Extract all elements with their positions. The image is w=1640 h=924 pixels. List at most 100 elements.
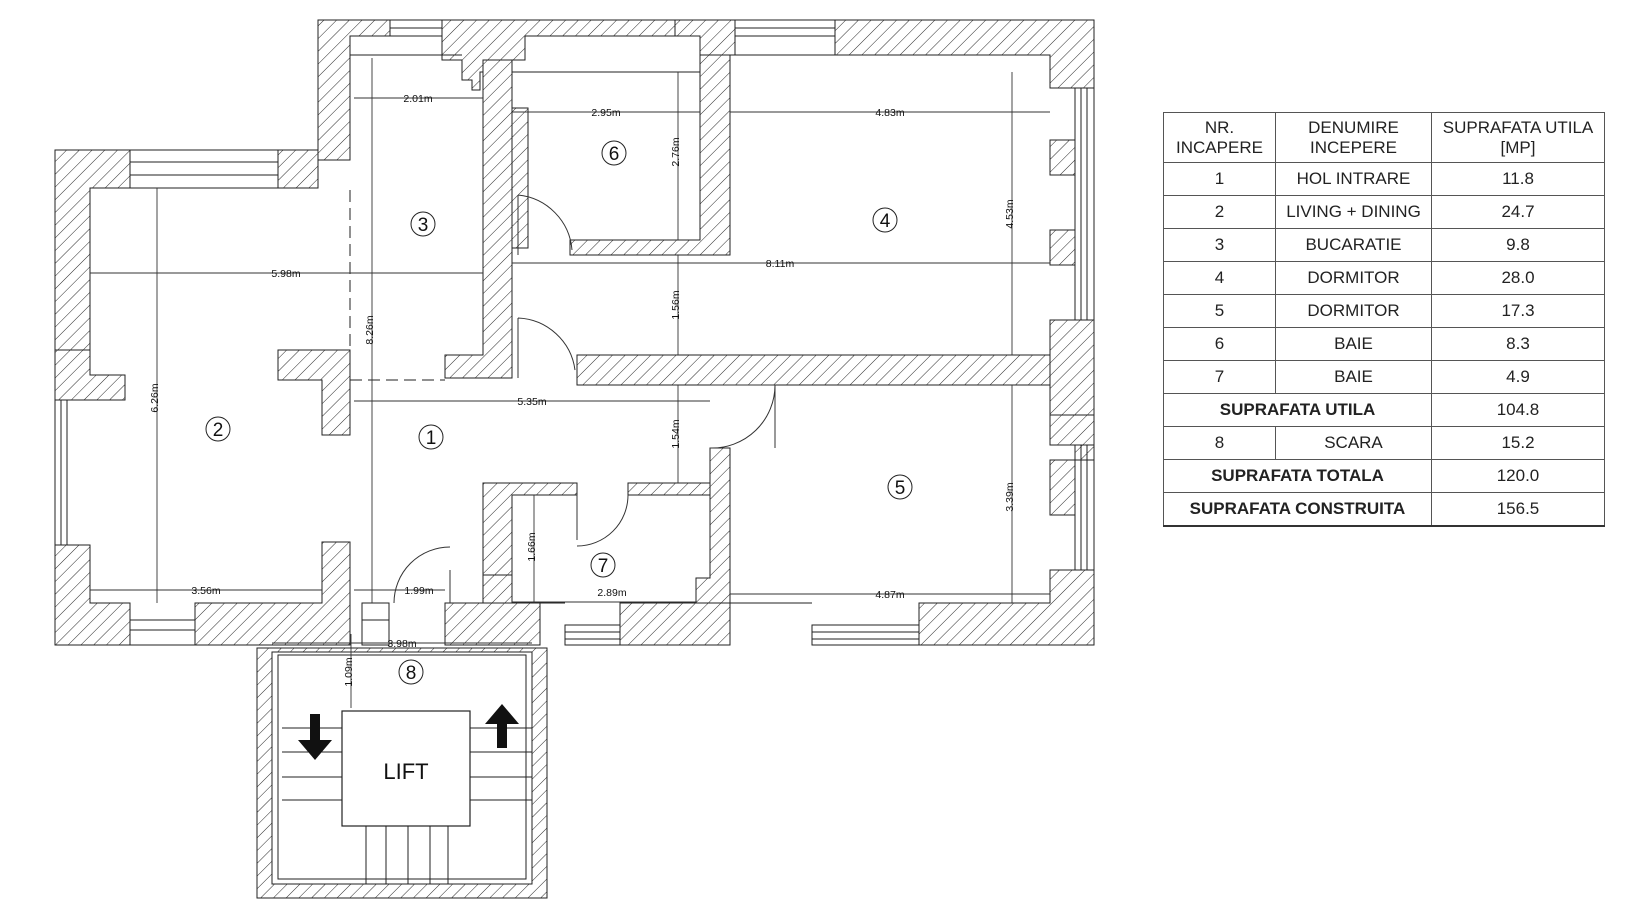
dim-label: 1.09m xyxy=(343,657,355,686)
wall-bottom-bedroom5 xyxy=(918,569,1095,646)
dim-label: 3.56m xyxy=(191,585,220,597)
cell-total-label: SUPRAFATA TOTALA xyxy=(1163,459,1432,493)
door-bath6 xyxy=(517,194,573,255)
wall-right-pier-1 xyxy=(1049,139,1076,176)
cell-name: SCARA xyxy=(1275,426,1432,460)
dim-label: 3.98m xyxy=(387,638,416,650)
dim-label: 5.35m xyxy=(517,396,546,408)
cell-total-value: 120.0 xyxy=(1431,459,1605,493)
room-number: 6 xyxy=(609,144,620,165)
room-marker: 7 xyxy=(590,552,616,578)
cell-area: 15.2 xyxy=(1431,426,1605,460)
header-line: [MP] xyxy=(1500,137,1536,157)
window-room2-bottom xyxy=(129,619,196,646)
wall-kitchen-right xyxy=(444,59,513,379)
header-line: INCEPERE xyxy=(1310,137,1397,157)
column-header-nr: NR.INCAPERE xyxy=(1163,112,1276,163)
room-marker: 5 xyxy=(887,474,913,500)
wall-bottom-entry xyxy=(444,602,541,646)
arrow-up-icon xyxy=(485,704,519,748)
dim-label: 6.26m xyxy=(149,383,161,412)
dim-label: 3.39m xyxy=(1004,482,1016,511)
cell-area: 24.7 xyxy=(1431,195,1605,229)
dim-label: 2.76m xyxy=(670,137,682,166)
room-marker: 3 xyxy=(410,211,436,237)
wall-top-bedroom4 xyxy=(834,19,1095,89)
dim-label: 8.11m xyxy=(766,258,795,270)
cell-name: BAIE xyxy=(1275,327,1432,361)
room-number: 4 xyxy=(880,211,891,232)
door-bedroom5 xyxy=(709,384,776,449)
room-markers: 1 2 3 4 5 6 7 8 xyxy=(205,140,913,685)
wall-bath6-left xyxy=(511,107,529,249)
wall-room2-bottomleft xyxy=(54,544,131,646)
dimension-lines xyxy=(90,58,1050,708)
room-number: 3 xyxy=(418,215,429,236)
cell-nr: 5 xyxy=(1163,294,1276,328)
dim-label: 1.99m xyxy=(404,585,433,597)
wall-top-kitchen-bath xyxy=(441,19,676,91)
wall-bath7-right xyxy=(695,447,731,604)
column-stub xyxy=(277,349,351,436)
dim-label: 1.66m xyxy=(526,532,538,561)
cell-util-value: 104.8 xyxy=(1431,393,1605,427)
dim-label: 8.26m xyxy=(364,315,376,344)
cell-built-label: SUPRAFATA CONSTRUITA xyxy=(1163,492,1432,527)
cell-nr: 2 xyxy=(1163,195,1276,229)
window-room2-top xyxy=(129,149,279,189)
interior-outlines xyxy=(54,19,1095,646)
wall-bottom-entry-stub xyxy=(482,574,513,604)
cell-nr: 8 xyxy=(1163,426,1276,460)
room-number: 7 xyxy=(598,556,609,577)
staircase xyxy=(282,727,532,884)
dim-label: 4.87m xyxy=(875,589,904,601)
cell-nr: 4 xyxy=(1163,261,1276,295)
room-marker: 2 xyxy=(205,416,231,442)
room-marker: 1 xyxy=(418,424,444,450)
dim-label: 2.01m xyxy=(403,93,432,105)
header-line: INCAPERE xyxy=(1176,137,1263,157)
window-room4-right xyxy=(1074,87,1095,321)
lift-box xyxy=(341,710,471,827)
cell-name: LIVING + DINING xyxy=(1275,195,1432,229)
cell-area: 4.9 xyxy=(1431,360,1605,394)
door-bath7 xyxy=(576,494,629,547)
cell-area: 28.0 xyxy=(1431,261,1605,295)
header-line: DENUMIRE xyxy=(1308,117,1399,137)
wall-right-pier-2 xyxy=(1049,229,1076,266)
doors xyxy=(393,194,776,604)
wall-right-pier-mid xyxy=(1049,319,1095,416)
door-kitchen xyxy=(517,317,576,378)
window-room5-bottom xyxy=(811,624,920,646)
dim-label: 2.95m xyxy=(591,107,620,119)
cell-nr: 6 xyxy=(1163,327,1276,361)
cell-nr: 3 xyxy=(1163,228,1276,262)
dim-label: 1.54m xyxy=(670,419,682,448)
header-line: SUPRAFATA UTILA xyxy=(1442,117,1594,137)
wall-bath7-top xyxy=(627,482,711,496)
cell-nr: 1 xyxy=(1163,162,1276,196)
dim-label: 1.56m xyxy=(670,290,682,319)
arrow-down-icon xyxy=(298,714,332,760)
cell-util-label: SUPRAFATA UTILA xyxy=(1163,393,1432,427)
cell-name: BUCARATIE xyxy=(1275,228,1432,262)
dim-label: 4.83m xyxy=(875,107,904,119)
room-marker: 4 xyxy=(872,207,898,233)
wall-bath6-bottom xyxy=(569,54,731,256)
room-number: 5 xyxy=(895,478,906,499)
column-header-suprafata: SUPRAFATA UTILA[MP] xyxy=(1431,112,1605,163)
wall-room2-pier xyxy=(54,349,126,401)
room-marker: 8 xyxy=(398,659,424,685)
